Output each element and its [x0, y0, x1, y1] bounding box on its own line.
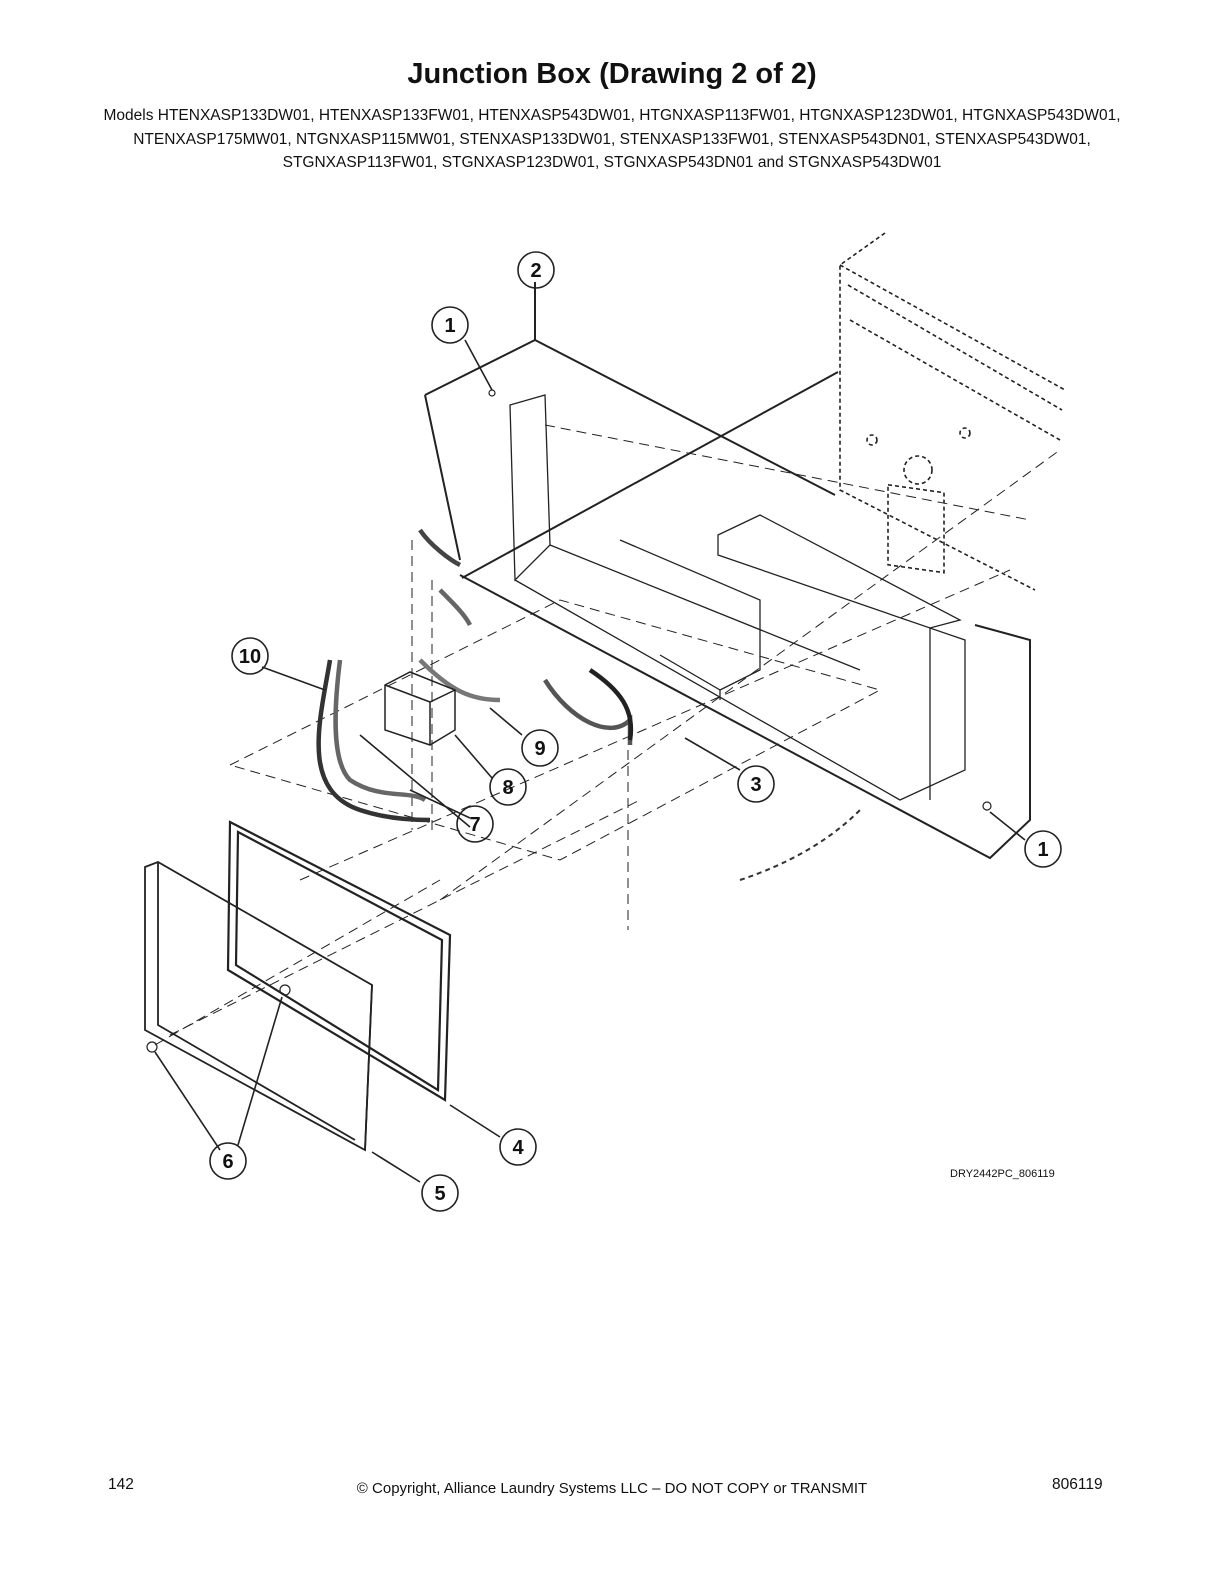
gasket: [226, 820, 452, 1102]
callout-10: 10: [239, 646, 261, 668]
callout-9: 9: [534, 738, 545, 760]
callout-7: 7: [469, 814, 480, 836]
copyright-notice: © Copyright, Alliance Laundry Systems LL…: [356, 1480, 868, 1497]
model-list: Models HTENXASP133DW01, HTENXASP133FW01,…: [103, 107, 1121, 171]
callout-3: 3: [750, 774, 761, 796]
assembly-guides: [154, 424, 1061, 1046]
cover-panel: [144, 861, 373, 1152]
filter-box: [384, 671, 456, 746]
bracket-outline: [424, 282, 1031, 860]
callout-1-right: 1: [1037, 839, 1048, 861]
page-number: 142: [108, 1476, 134, 1493]
dryer-cabinet-outline: [839, 232, 1066, 591]
page-title: Junction Box (Drawing 2 of 2): [407, 58, 817, 90]
callout-8: 8: [502, 777, 513, 799]
callout-1-top: 1: [444, 315, 455, 337]
callout-4: 4: [512, 1137, 524, 1159]
callout-circles: [209, 251, 1062, 1212]
screws: [146, 389, 992, 1053]
callout-5: 5: [434, 1183, 445, 1205]
drawing-code: DRY2442PC_806119: [950, 1168, 1055, 1180]
leader-lines: [154, 339, 1026, 1183]
callout-6: 6: [222, 1151, 233, 1173]
junction-box-body: [509, 394, 966, 801]
wire-harnesses: [316, 528, 861, 881]
callout-2: 2: [530, 260, 541, 282]
document-number: 806119: [1052, 1476, 1103, 1493]
